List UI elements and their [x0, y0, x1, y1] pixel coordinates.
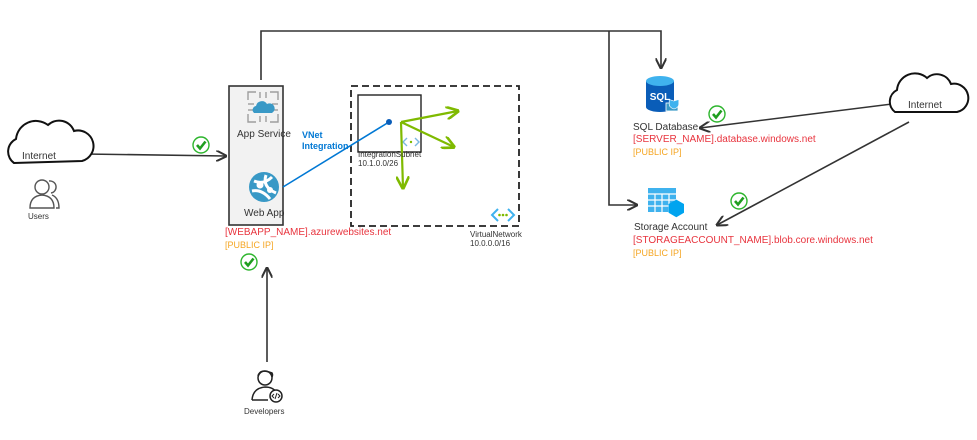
users-icon: [29, 179, 60, 209]
connector-internet-to-sql: [700, 103, 893, 128]
vnet-integration-label-line2: Integration: [302, 141, 349, 151]
allowed-check-icon: [730, 192, 748, 210]
virtual-network-label: VirtualNetwork: [470, 230, 522, 239]
vnet-integration-endpoint: [386, 119, 392, 125]
webapp-public-ip: [PUBLIC IP]: [225, 240, 274, 250]
internet-right-cloud[interactable]: [888, 72, 970, 113]
developers-label: Developers: [244, 407, 285, 416]
storage-public-ip: [PUBLIC IP]: [633, 248, 682, 258]
sql-database-icon: SQL: [646, 76, 680, 112]
sql-public-ip: [PUBLIC IP]: [633, 147, 682, 157]
connector-internet-to-appservice: [83, 154, 226, 156]
allowed-check-icon: [708, 105, 726, 123]
allowed-check-icon: [240, 253, 258, 271]
webapp-endpoint: [WEBAPP_NAME].azurewebsites.net: [225, 227, 392, 238]
vnet-integration-link: [282, 121, 390, 188]
web-app-label: Web App: [244, 208, 285, 219]
app-service-label: App Service: [237, 129, 291, 140]
sql-database-label: SQL Database: [633, 122, 699, 133]
connector-appservice-to-sql: [260, 30, 661, 80]
integration-subnet-label: IntegrationSubnet: [358, 150, 422, 159]
vnet-integration-label: VNet Integration: [302, 130, 349, 152]
svg-text:SQL: SQL: [650, 92, 671, 103]
connector-internet-to-storage: [717, 121, 910, 225]
app-service-icon: [247, 91, 279, 123]
internet-right-label: Internet: [908, 100, 942, 111]
sql-endpoint: [SERVER_NAME].database.windows.net: [633, 134, 816, 145]
vnet-icon: [490, 208, 516, 222]
route-arrows: [401, 111, 458, 188]
subnet-icon: [402, 137, 420, 147]
virtual-network-boundary[interactable]: [350, 85, 520, 227]
internet-left-label: Internet: [22, 151, 56, 162]
storage-account-icon: [648, 188, 684, 218]
storage-endpoint: [STORAGEACCOUNT_NAME].blob.core.windows.…: [633, 235, 873, 246]
connector-appservice-to-storage: [608, 31, 637, 205]
developer-icon: [251, 370, 283, 403]
integration-subnet-cidr: 10.1.0.0/26: [358, 159, 399, 168]
storage-account-label: Storage Account: [634, 222, 708, 233]
vnet-integration-label-line1: VNet: [302, 130, 323, 140]
web-app-icon: [249, 172, 279, 202]
virtual-network-cidr: 10.0.0.0/16: [470, 239, 511, 248]
internet-left-cloud[interactable]: [7, 119, 95, 165]
users-label: Users: [28, 212, 49, 221]
allowed-check-icon: [192, 136, 210, 154]
